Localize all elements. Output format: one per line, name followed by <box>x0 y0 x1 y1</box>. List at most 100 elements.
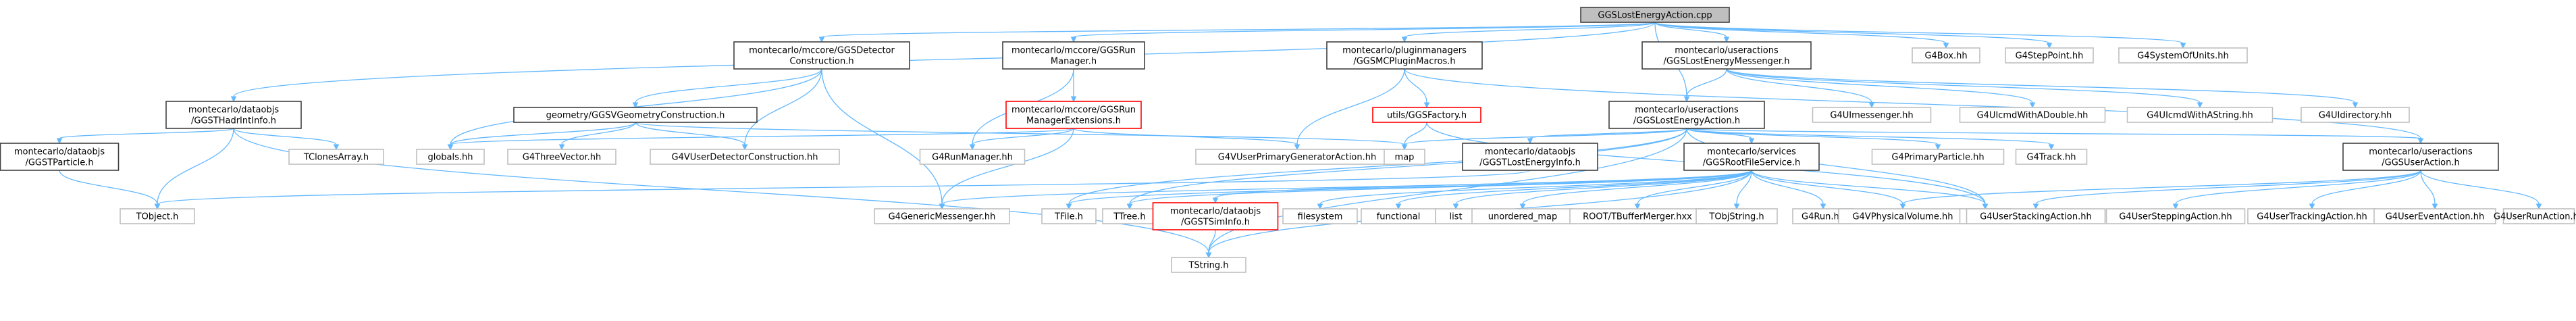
node-label: montecarlo/mccore/GGSRun <box>1011 105 1136 116</box>
node-montecarlo-useractions-ggslostenergyaction-h[interactable]: montecarlo/useractions/GGSLostEnergyActi… <box>1608 101 1765 129</box>
node-tclonesarray-h[interactable]: TClonesArray.h <box>288 149 384 165</box>
node-montecarlo-pluginmanagers-ggsmcpluginmacros-h[interactable]: montecarlo/pluginmanagers/GGSMCPluginMac… <box>1326 41 1483 70</box>
node-box <box>1580 7 1730 23</box>
node-g4vuserdetectorconstruction-hh[interactable]: G4VUserDetectorConstruction.hh <box>650 149 840 165</box>
edge-uaaction-to-lostenergyinfo <box>1527 128 1687 145</box>
node-g4userrunaction-hh[interactable]: G4UserRunAction.hh <box>2494 208 2576 224</box>
node-g4vuserprimarygeneratoraction-hh[interactable]: G4VUserPrimaryGeneratorAction.hh <box>1195 149 1399 165</box>
node-label: G4PrimaryParticle.hh <box>1891 153 1984 163</box>
node-label: G4StepPoint.hh <box>2016 51 2084 61</box>
node-label: montecarlo/useractions <box>2369 147 2473 157</box>
node-montecarlo-services-ggsrootfileservice-h[interactable]: montecarlo/services/GGSRootFileService.h <box>1683 143 1820 171</box>
node-box <box>507 149 616 165</box>
edge-hadrint-to-tclonesarray <box>233 128 340 151</box>
node-label: /GGSTParticle.h <box>25 158 93 168</box>
node-label: /GGSRootFileService.h <box>1703 158 1800 168</box>
edge-rootfileservice-to-g4vphysvol <box>1751 170 1906 210</box>
node-root-tbuffermerger-hxx[interactable]: ROOT/TBufferMerger.hxx <box>1569 208 1706 224</box>
node-label: list <box>1449 212 1462 222</box>
node-geometry-ggsvgeometryconstruction-h[interactable]: geometry/GGSVGeometryConstruction.h <box>513 107 758 123</box>
node-unordered-map[interactable]: unordered_map <box>1471 208 1574 224</box>
node-label: /GGSLostEnergyAction.h <box>1633 116 1740 126</box>
node-tstring-h[interactable]: TString.h <box>1171 257 1246 273</box>
node-functional[interactable]: functional <box>1361 208 1436 224</box>
node-box <box>1384 149 1425 165</box>
node-montecarlo-dataobjs-ggstsiminfo-h[interactable]: montecarlo/dataobjs/GGSTSimInfo.h <box>1152 202 1279 230</box>
node-list[interactable]: list <box>1435 208 1477 224</box>
node-g4track-hh[interactable]: G4Track.hh <box>2015 149 2088 165</box>
node-g4primaryparticle-hh[interactable]: G4PrimaryParticle.hh <box>1871 149 2005 165</box>
node-montecarlo-dataobjs-ggstparticle-h[interactable]: montecarlo/dataobjs/GGSTParticle.h <box>0 143 120 171</box>
node-g4runmanager-hh[interactable]: G4RunManager.hh <box>919 149 1026 165</box>
node-tfile-h[interactable]: TFile.h <box>1041 208 1097 224</box>
node-box <box>1683 143 1820 171</box>
node-label: montecarlo/dataobjs <box>14 147 105 157</box>
node-montecarlo-dataobjs-ggstlostenergyinfo-h[interactable]: montecarlo/dataobjs/GGSTLostEnergyInfo.h <box>1462 143 1598 171</box>
node-label: montecarlo/services <box>1707 147 1796 157</box>
node-filesystem[interactable]: filesystem <box>1282 208 1358 224</box>
node-g4genericmessenger-hh[interactable]: G4GenericMessenger.hh <box>874 208 1010 224</box>
edge-useraction-to-g4uevent <box>2420 170 2438 210</box>
node-montecarlo-useractions-ggslostenergymessenger-h[interactable]: montecarlo/useractions/GGSLostEnergyMess… <box>1641 41 1812 70</box>
node-g4box-hh[interactable]: G4Box.hh <box>1912 47 1980 64</box>
node-g4uimessenger-hh[interactable]: G4UImessenger.hh <box>1812 107 1932 123</box>
node-box <box>416 149 485 165</box>
edge-uamessenger-to-g4uicmdstring <box>1726 68 2203 109</box>
node-box <box>2015 149 2088 165</box>
node-label: TTree.h <box>1113 212 1145 222</box>
node-g4uidirectory-hh[interactable]: G4UIdirectory.hh <box>2301 107 2410 123</box>
node-tobjstring-h[interactable]: TObjString.h <box>1696 208 1778 224</box>
node-g4usereventaction-hh[interactable]: G4UserEventAction.hh <box>2373 208 2496 224</box>
node-label: G4VUserDetectorConstruction.hh <box>672 153 818 163</box>
node-montecarlo-mccore-ggsdetectorconstruction-h[interactable]: montecarlo/mccore/GGSDetectorConstructio… <box>733 41 910 70</box>
node-g4threevector-hh[interactable]: G4ThreeVector.hh <box>507 149 616 165</box>
node-label: montecarlo/dataobjs <box>1170 207 1261 217</box>
node-g4uicmdwithadouble-hh[interactable]: G4UIcmdWithADouble.hh <box>1959 107 2106 123</box>
node-box <box>2301 107 2410 123</box>
node-box <box>2502 208 2575 224</box>
node-label: /GGSTHadrIntInfo.h <box>191 116 276 126</box>
node-globals-hh[interactable]: globals.hh <box>416 149 485 165</box>
node-montecarlo-dataobjs-ggsthadrintinfo-h[interactable]: montecarlo/dataobjs/GGSTHadrIntInfo.h <box>165 101 302 129</box>
node-box <box>1041 208 1097 224</box>
edge-root-to-detcons <box>818 22 1656 43</box>
node-label: G4VPhysicalVolume.hh <box>1852 212 1953 222</box>
edge-rootfileservice-to-ttree <box>1126 170 1752 210</box>
node-label: G4ThreeVector.hh <box>523 153 601 163</box>
node-box <box>1171 257 1246 273</box>
node-g4steppoint-hh[interactable]: G4StepPoint.hh <box>2005 47 2094 64</box>
node-ttree-h[interactable]: TTree.h <box>1102 208 1157 224</box>
node-box <box>1372 107 1481 123</box>
node-g4usersteppingaction-hh[interactable]: G4UserSteppingAction.hh <box>2105 208 2246 224</box>
edge-root-to-uamessenger <box>1654 22 1730 43</box>
node-box <box>2126 107 2273 123</box>
node-label: ManagerExtensions.h <box>1026 116 1121 126</box>
node-label: montecarlo/dataobjs <box>188 105 279 116</box>
node-ggslostenergyaction-cpp[interactable]: GGSLostEnergyAction.cpp <box>1580 7 1730 23</box>
node-g4uicmdwithastring-hh[interactable]: G4UIcmdWithAString.hh <box>2126 107 2273 123</box>
node-label: G4Box.hh <box>1924 51 1967 61</box>
node-tobject-h[interactable]: TObject.h <box>120 208 195 224</box>
node-montecarlo-mccore-ggsrunmanagerextensions-h[interactable]: montecarlo/mccore/GGSRunManagerExtension… <box>1005 101 1142 129</box>
node-label: filesystem <box>1298 212 1343 222</box>
edge-rootfileservice-to-tobjstring <box>1733 170 1752 210</box>
node-box <box>1641 41 1812 70</box>
node-map[interactable]: map <box>1384 149 1425 165</box>
node-g4usertrackingaction-hh[interactable]: G4UserTrackingAction.hh <box>2247 208 2377 224</box>
node-g4vphysicalvolume-hh[interactable]: G4VPhysicalVolume.hh <box>1838 208 1968 224</box>
edge-detcons-to-g4genericmessenger <box>821 68 945 210</box>
node-g4userstackingaction-hh[interactable]: G4UserStackingAction.hh <box>1966 208 2106 224</box>
node-box <box>165 101 302 129</box>
node-box <box>1912 47 1980 64</box>
edge-uaaction-to-ttree <box>1126 128 1687 210</box>
node-label: G4UserEventAction.hh <box>2386 212 2485 222</box>
edge-runmgr-to-runmgrext <box>1070 69 1077 103</box>
node-g4systemofunits-hh[interactable]: G4SystemOfUnits.hh <box>2118 47 2248 64</box>
edge-runmgrext-to-g4runmanager <box>969 128 1074 151</box>
node-montecarlo-useractions-ggsuseraction-h[interactable]: montecarlo/useractions/GGSUserAction.h <box>2342 143 2499 171</box>
edge-root-to-hadrint <box>230 22 1656 103</box>
node-label: G4VUserPrimaryGeneratorAction.hh <box>1218 153 1376 163</box>
node-utils-ggsfactory-h[interactable]: utils/GGSFactory.h <box>1372 107 1481 123</box>
node-label: G4UserRunAction.hh <box>2494 212 2576 222</box>
